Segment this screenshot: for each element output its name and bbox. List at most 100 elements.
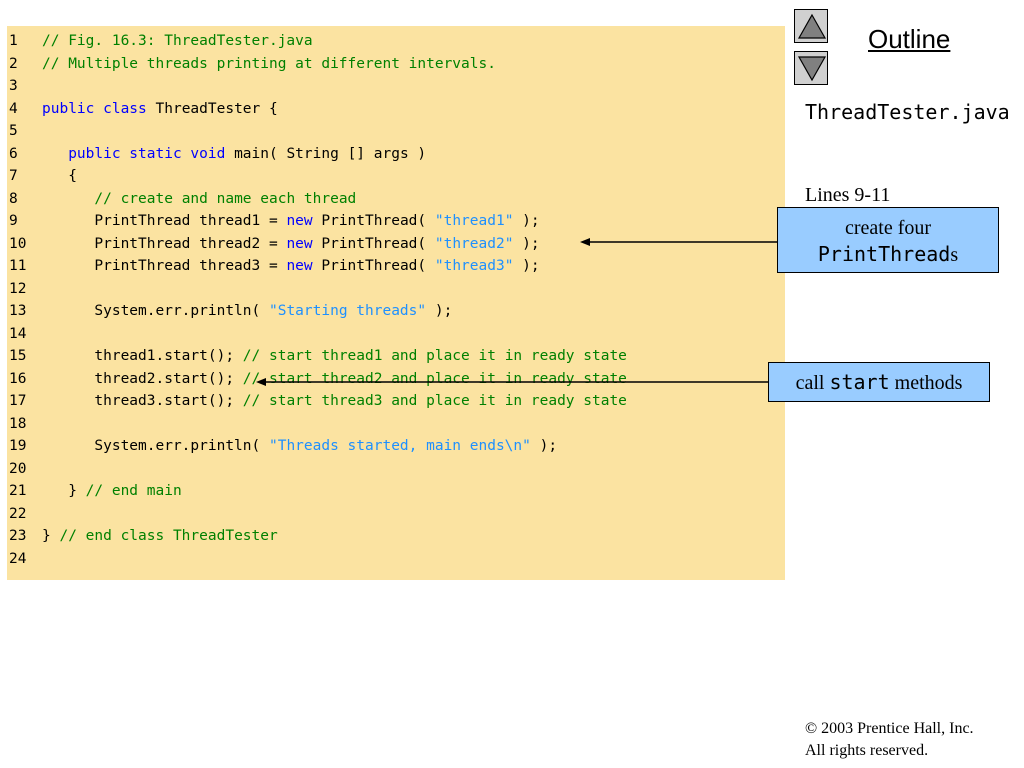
code-keyword: new — [286, 213, 313, 229]
code-comment: // Multiple threads printing at differen… — [42, 55, 496, 72]
code-token: ); — [513, 258, 540, 274]
code-text: // Fig. 16.3: ThreadTester.java — [42, 30, 313, 52]
code-token: { — [42, 168, 77, 184]
code-token: ); — [513, 213, 540, 229]
line-number: 19 — [9, 438, 27, 454]
line-number: 22 — [9, 505, 27, 522]
outline-link[interactable]: Outline — [868, 24, 951, 54]
line-number: 23 — [9, 528, 27, 544]
line-number: 2 — [9, 55, 18, 72]
code-text: PrintThread thread3 = new PrintThread( "… — [42, 255, 540, 277]
code-token: } — [42, 528, 60, 544]
code-text: // Multiple threads printing at differen… — [42, 53, 496, 75]
line-number: 18 — [9, 415, 27, 432]
line-number: 12 — [9, 280, 27, 297]
callout-start-code: start — [829, 370, 890, 394]
code-string: "thread1" — [434, 213, 514, 229]
code-text: PrintThread thread2 = new PrintThread( "… — [42, 233, 540, 255]
triangle-up-icon — [797, 13, 827, 39]
line-number: 20 — [9, 460, 27, 477]
callout-create-threads: create four PrintThreads — [777, 207, 999, 273]
code-token: System.err.println( — [42, 303, 269, 319]
code-token: ThreadTester { — [155, 100, 278, 117]
line-number: 3 — [9, 78, 18, 94]
code-token: } — [42, 483, 86, 499]
code-string: "Starting threads" — [268, 303, 427, 319]
line-number: 17 — [9, 393, 27, 409]
code-comment: // start thread3 and place it in ready s… — [242, 393, 627, 409]
line-number: 10 — [9, 235, 27, 252]
callout-start-suffix: methods — [889, 372, 963, 394]
code-comment: // end class ThreadTester — [59, 528, 278, 544]
code-token: PrintThread( — [312, 235, 435, 252]
code-token: ); — [530, 438, 558, 454]
code-text: System.err.println( "Threads started, ma… — [42, 435, 557, 457]
code-token: PrintThread thread1 = — [42, 213, 287, 229]
callout-start-methods: call start methods — [768, 362, 990, 402]
code-keyword: new — [286, 235, 313, 252]
code-token: PrintThread thread3 = — [42, 258, 287, 274]
code-token: ); — [426, 303, 453, 319]
line-number: 13 — [9, 303, 27, 319]
callout-create-prefix: create four — [844, 217, 932, 239]
arrowhead-start-methods — [256, 378, 266, 386]
line-number: 1 — [9, 33, 18, 49]
callout-create-body: PrintThreads — [778, 241, 998, 268]
line-number: 7 — [9, 168, 18, 184]
callout-create-suffix: s — [950, 244, 959, 266]
previous-slide-button[interactable] — [794, 9, 828, 43]
copyright-line-2: All rights reserved. — [805, 742, 929, 759]
code-text: thread1.start(); // start thread1 and pl… — [42, 345, 627, 367]
next-slide-button[interactable] — [794, 51, 828, 85]
code-token: PrintThread( — [312, 213, 435, 229]
line-number: 15 — [9, 348, 27, 364]
code-token: thread2.start(); — [42, 370, 243, 387]
line-number: 4 — [9, 100, 18, 117]
code-text: thread3.start(); // start thread3 and pl… — [42, 390, 627, 412]
file-title: ThreadTester.java — [805, 100, 1010, 124]
code-keyword: public class — [42, 100, 156, 117]
copyright-line-1: © 2003 Prentice Hall, Inc. — [805, 720, 974, 737]
copyright-notice: © 2003 Prentice Hall, Inc. All rights re… — [805, 718, 974, 762]
code-comment: // create and name each thread — [94, 190, 357, 207]
line-number: 6 — [9, 145, 18, 162]
arrowhead-create-threads — [580, 238, 590, 246]
code-token: System.err.println( — [42, 438, 269, 454]
code-token: PrintThread thread2 = — [42, 235, 287, 252]
code-keyword: public static void — [68, 145, 235, 162]
code-string: "thread3" — [434, 258, 514, 274]
line-number: 16 — [9, 370, 27, 387]
lines-range-label: Lines 9-11 — [805, 184, 891, 206]
line-number: 24 — [9, 550, 27, 567]
line-number: 11 — [9, 258, 27, 274]
code-text: PrintThread thread1 = new PrintThread( "… — [42, 210, 540, 232]
code-text: } // end main — [42, 480, 182, 502]
code-token: main( String [] args ) — [234, 145, 427, 162]
code-token: thread1.start(); — [42, 348, 243, 364]
code-keyword: new — [286, 258, 313, 274]
triangle-down-icon — [797, 56, 827, 82]
line-number: 9 — [9, 213, 18, 229]
code-token: ); — [513, 235, 540, 252]
callout-start-prefix: call — [795, 372, 830, 394]
code-token: PrintThread( — [312, 258, 435, 274]
code-text: System.err.println( "Starting threads" )… — [42, 300, 452, 322]
line-number: 21 — [9, 483, 27, 499]
code-string: "thread2" — [434, 235, 514, 252]
code-text: public class ThreadTester { — [42, 98, 278, 120]
code-comment: // start thread1 and place it in ready s… — [242, 348, 627, 364]
line-number: 8 — [9, 190, 18, 207]
code-text: { — [42, 165, 77, 187]
code-text: public static void main( String [] args … — [42, 143, 426, 165]
code-text: } // end class ThreadTester — [42, 525, 278, 547]
line-number: 14 — [9, 325, 27, 342]
code-listing-panel: 1 // Fig. 16.3: ThreadTester.java 2 // Mult… — [7, 26, 785, 580]
code-string: "Threads started, main ends\n" — [268, 438, 531, 454]
callout-create-code: PrintThread — [817, 242, 951, 266]
code-text: // create and name each thread — [42, 188, 356, 210]
code-comment: // end main — [85, 483, 182, 499]
line-number: 5 — [9, 123, 18, 139]
code-comment: // Fig. 16.3: ThreadTester.java — [42, 33, 313, 49]
code-token: thread3.start(); — [42, 393, 243, 409]
